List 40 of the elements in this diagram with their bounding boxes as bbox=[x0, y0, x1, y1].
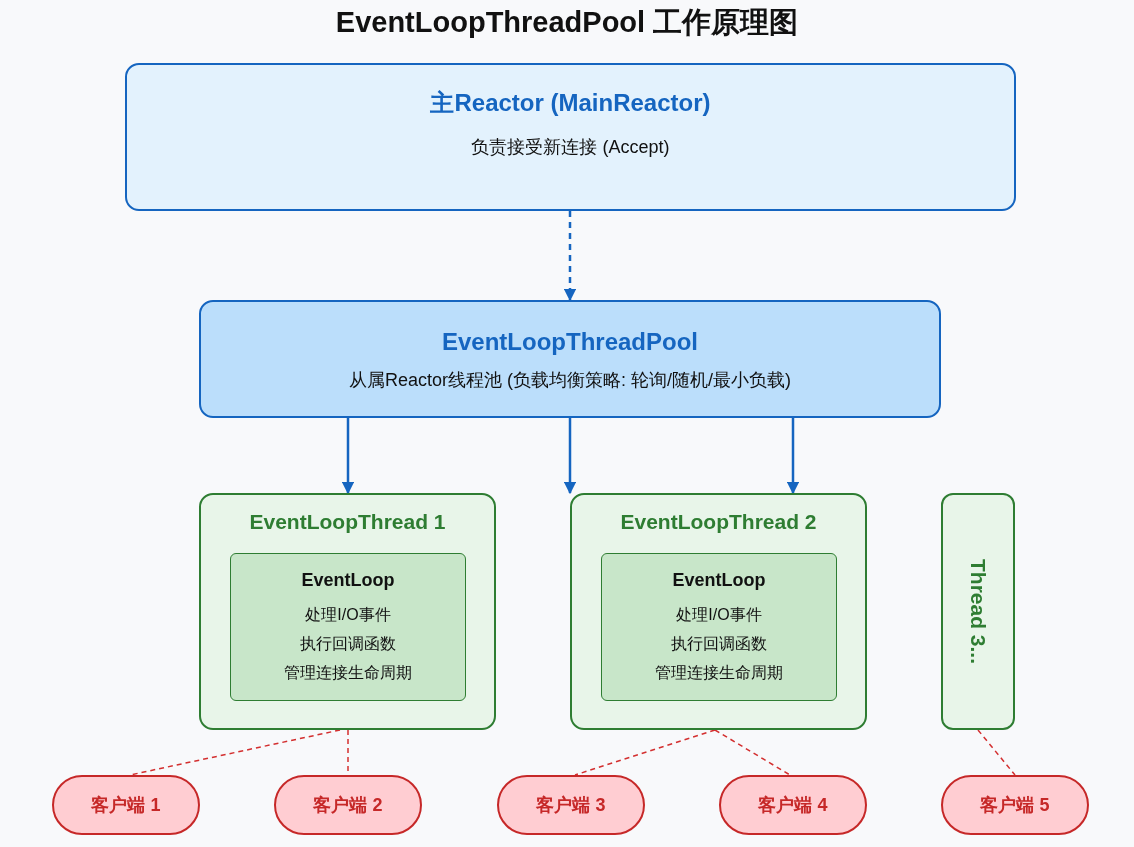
node-text: 处理I/O事件 bbox=[305, 605, 391, 625]
thread-pool-box bbox=[199, 300, 941, 418]
node-text: 从属Reactor线程池 (负载均衡策略: 轮询/随机/最小负载) bbox=[349, 369, 791, 392]
node-text: 负责接受新连接 (Accept) bbox=[471, 136, 670, 159]
node-text: 执行回调函数 bbox=[671, 634, 767, 654]
client-pill bbox=[719, 775, 867, 835]
thread-box bbox=[570, 493, 867, 730]
node-title: Thread 3... bbox=[966, 559, 990, 664]
event-loop-box bbox=[230, 553, 466, 701]
connector-line bbox=[714, 729, 791, 776]
diagram-title: EventLoopThreadPool 工作原理图 bbox=[334, 5, 800, 40]
thread-box bbox=[199, 493, 496, 730]
arrow bbox=[563, 418, 577, 495]
node-title: EventLoopThread 1 bbox=[249, 510, 446, 534]
node-text: 管理连接生命周期 bbox=[655, 663, 783, 683]
node-text: 执行回调函数 bbox=[300, 634, 396, 654]
node-title: 主Reactor (MainReactor) bbox=[430, 88, 711, 118]
node-title: EventLoopThreadPool bbox=[442, 328, 698, 356]
node-title: EventLoop bbox=[672, 570, 766, 591]
arrow bbox=[563, 211, 577, 302]
client-pill bbox=[497, 775, 645, 835]
node-title: 客户端 3 bbox=[536, 794, 606, 817]
client-pill bbox=[274, 775, 422, 835]
node-title: 客户端 5 bbox=[980, 794, 1050, 817]
client-pill bbox=[52, 775, 200, 835]
connector-line bbox=[574, 729, 716, 776]
node-text: 处理I/O事件 bbox=[676, 605, 762, 625]
client-pill bbox=[941, 775, 1089, 835]
node-title: 客户端 1 bbox=[91, 794, 161, 817]
event-loop-box bbox=[601, 553, 837, 701]
connector-line bbox=[977, 729, 1016, 776]
node-title: EventLoopThread 2 bbox=[620, 510, 817, 534]
node-title: 客户端 2 bbox=[313, 794, 383, 817]
node-title: EventLoop bbox=[301, 570, 395, 591]
node-text: 管理连接生命周期 bbox=[284, 663, 412, 683]
arrow bbox=[786, 418, 800, 495]
node-title: 客户端 4 bbox=[758, 794, 828, 817]
thread-box bbox=[941, 493, 1015, 730]
arrow bbox=[341, 418, 355, 495]
reactor-box bbox=[125, 63, 1016, 211]
